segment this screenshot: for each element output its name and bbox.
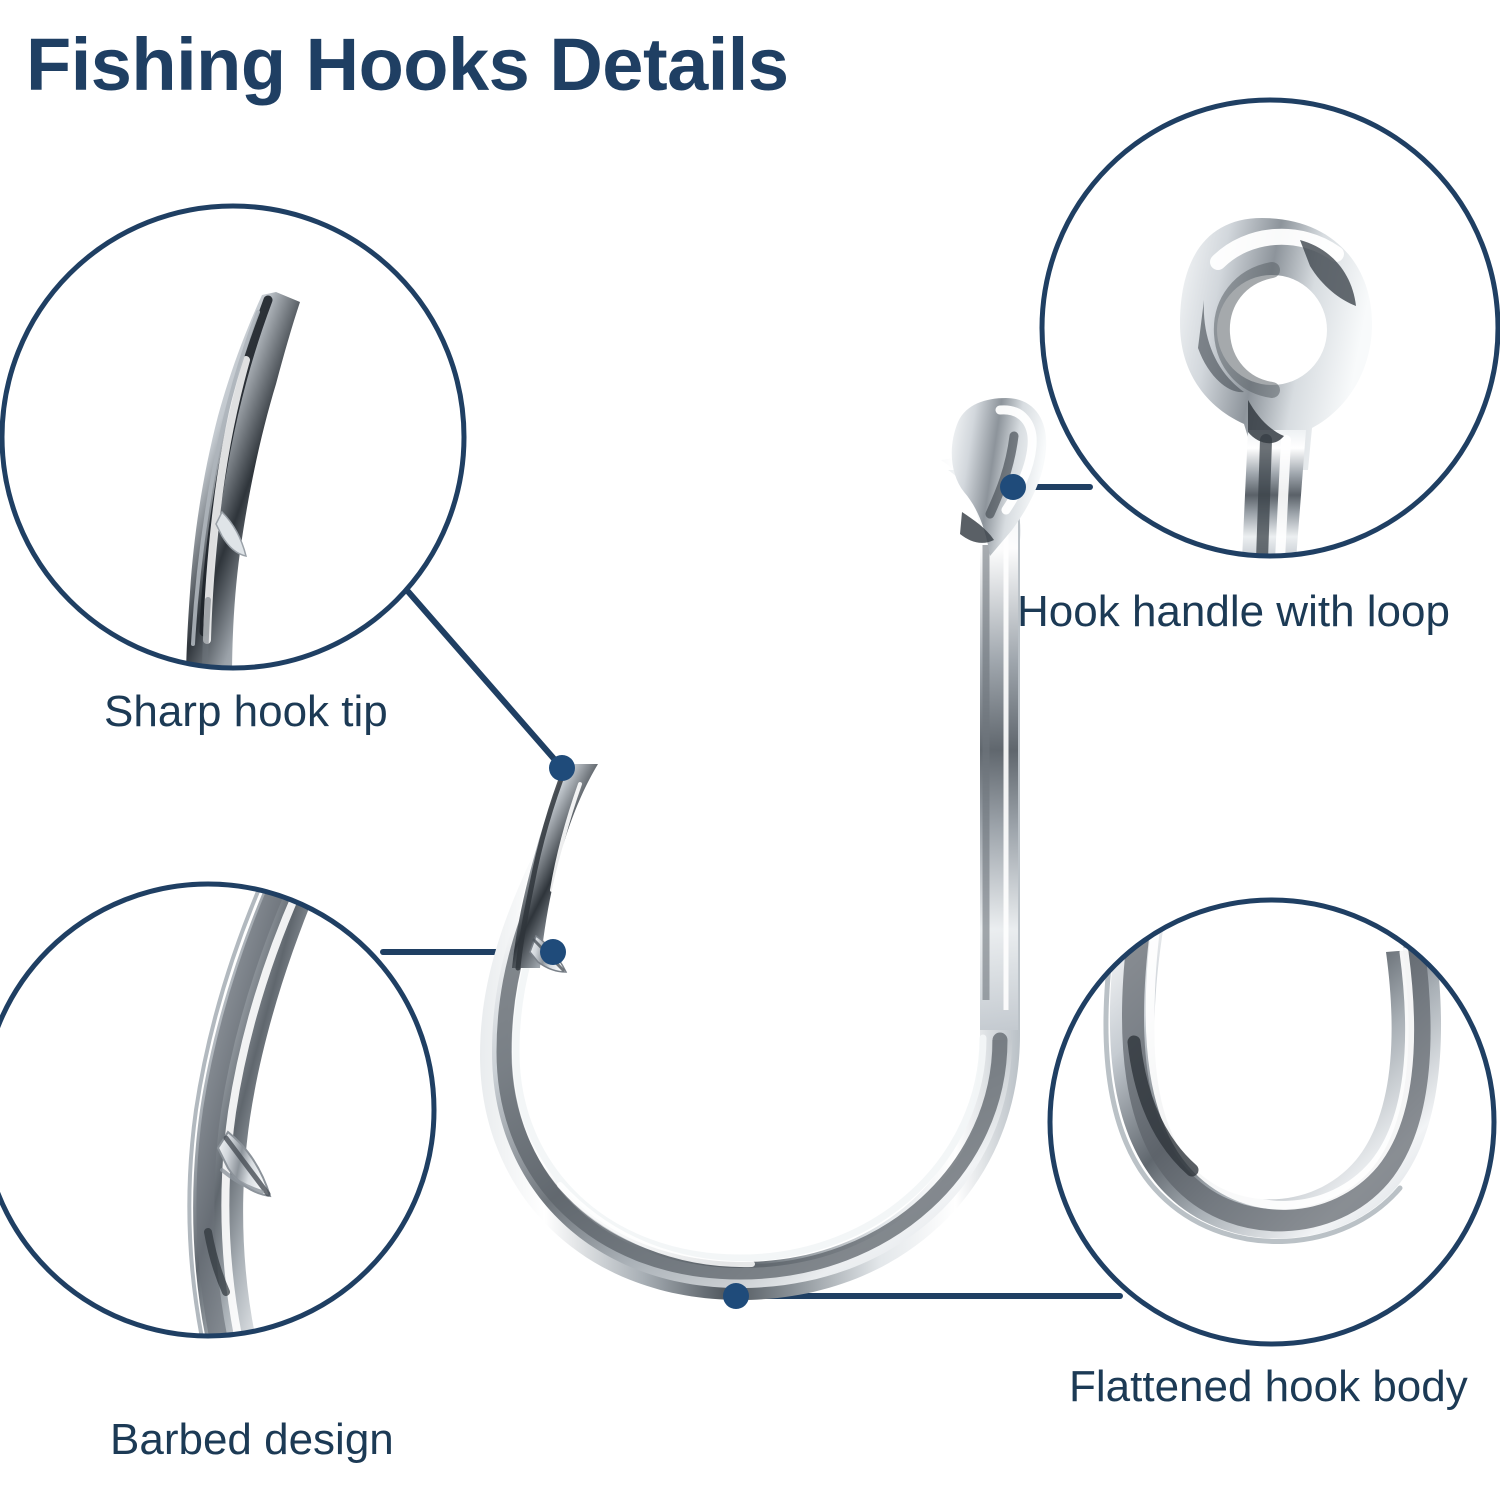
leader-dot-handle-loop [1000,474,1026,500]
callout-label-barbed-design: Barbed design [110,1415,394,1464]
leader-dot-flattened-body [723,1283,749,1309]
magnified-barb-dark-accent [204,1228,230,1296]
callout-circle-sharp-tip [0,203,467,671]
magnified-eye-ring-highlight [1210,228,1344,270]
leader-dot-sharp-tip [549,755,575,781]
callout-inset-flattened-body [1047,897,1497,1347]
magnified-point-body [186,292,300,668]
magnified-shank [1242,430,1306,556]
hook-point-edge [515,763,569,971]
page-title: Fishing Hooks Details [26,23,789,106]
magnified-eye-hole [1217,275,1327,385]
magnified-point-barb [215,510,248,557]
magnified-point-shaft-shade [202,597,211,668]
magnified-bend-outer [1109,918,1442,1239]
hook-point-highlight [550,782,582,892]
callout-circle-handle-loop [1039,97,1500,559]
magnified-barb-shaft-highlight [221,886,302,1336]
magnified-eye-ring-left-dark [1198,300,1244,393]
leader-lines [380,484,1123,1299]
magnified-bend-stub [1120,900,1166,932]
hook-bend-core [496,910,1008,1280]
magnified-bend-outer-rim [1103,923,1403,1244]
callout-circle-barbed-design [0,881,437,1339]
magnified-barb-shaft-core [196,884,287,1336]
callout-label-handle-loop: Hook handle with loop [1017,587,1450,636]
magnified-barb-spur-edge [223,1135,271,1197]
magnified-shank-highlight [1275,435,1291,556]
callout-inset-sharp-tip [0,203,467,671]
callout-inset-handle-loop [1039,97,1500,559]
main-hook-graphic [480,398,1047,1300]
callout-label-sharp-tip: Sharp hook tip [104,687,388,736]
magnified-point-left-edge [191,310,260,646]
magnified-barb-spur-notch [220,1168,264,1194]
callout-inset-barbed-design [0,881,437,1339]
magnified-eye-ring-dark-patch [1300,240,1356,306]
hook-bend-specular [557,1182,755,1268]
hook-eye-weld [960,512,994,543]
magnified-bend-highlight [1145,919,1415,1210]
callout-label-flattened-body: Flattened hook body [1069,1362,1468,1411]
magnified-shank-core [1256,434,1272,556]
hook-bend-inner-rim [512,924,987,1262]
magnified-eye-weld-seam [1248,400,1284,444]
magnified-eye-ring-inner-shadow [1213,262,1280,398]
callout-circle-flattened-body [1047,897,1497,1347]
leader-dots [540,474,1026,1309]
hook-body-outer [480,455,1021,1300]
leader-line-sharp-tip [402,585,565,771]
magnified-bend-specular [1127,1035,1199,1177]
leader-dot-barbed-design [540,939,566,965]
hook-eye-loop [951,398,1047,556]
magnified-barb-shaft-edge [187,884,264,1336]
